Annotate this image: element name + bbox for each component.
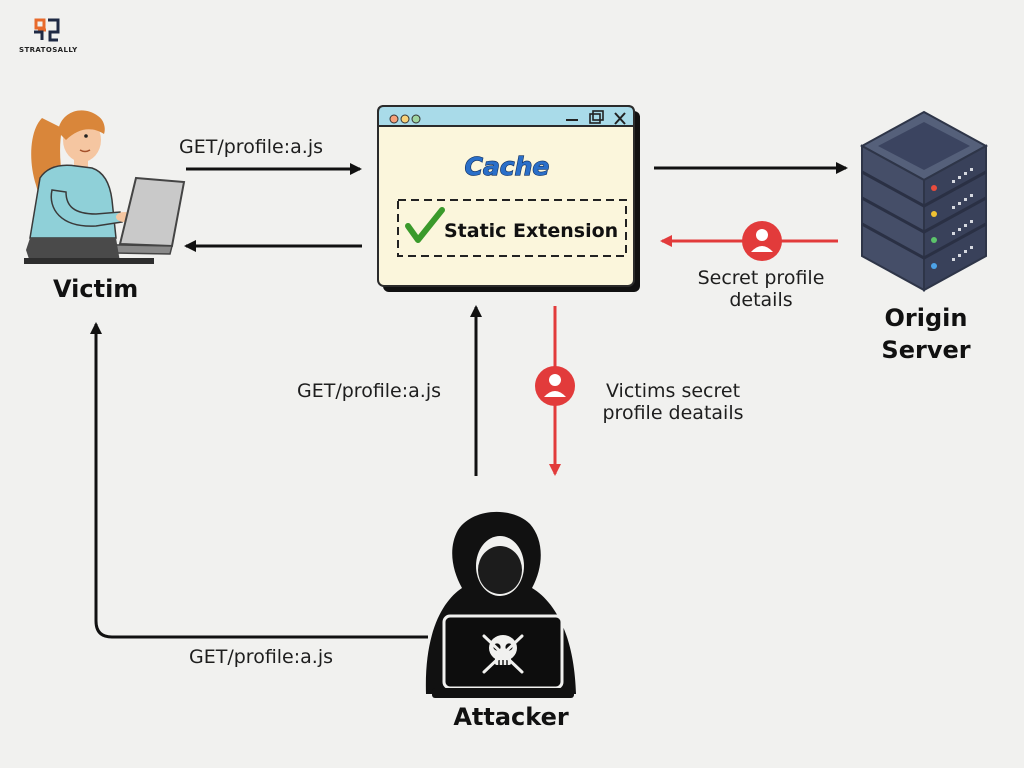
brand-mark-icon (34, 18, 60, 42)
cache-window: Cache Static Extension (377, 105, 640, 292)
victim-label: Victim (53, 275, 138, 303)
close-icon (614, 112, 626, 125)
user-icon (535, 366, 575, 406)
label-attacker-to-victim: GET/profile:a.js (189, 646, 333, 668)
label-secret-line2: details (729, 289, 792, 311)
check-icon (405, 207, 445, 243)
skull-icon (482, 634, 524, 674)
user-icon (742, 221, 782, 261)
static-extension-box (397, 199, 627, 257)
arrow-attacker-to-victim (90, 322, 428, 639)
static-extension-label: Static Extension (444, 220, 618, 242)
label-secret-line1: Secret profile (698, 267, 825, 289)
label-attacker-request: GET/profile:a.js (297, 380, 441, 402)
origin-label-line2: Server (881, 336, 970, 364)
label-leak-line1: Victims secret (606, 380, 740, 402)
brand-logo: STRATOSALLY (19, 18, 78, 54)
attacker-illustration (425, 511, 576, 698)
window-dot-1 (389, 114, 399, 124)
server-icon (859, 110, 989, 292)
label-leak-line2: profile deatails (603, 402, 744, 424)
window-dot-2 (400, 114, 410, 124)
label-victim-request: GET/profile:a.js (179, 136, 323, 158)
attacker-label: Attacker (453, 703, 569, 731)
origin-label-line1: Origin (885, 304, 968, 332)
victim-illustration (24, 110, 186, 264)
brand-name: STRATOSALLY (19, 46, 78, 54)
maximize-icon (589, 110, 604, 124)
cache-title: Cache (465, 152, 550, 181)
window-dot-3 (411, 114, 421, 124)
